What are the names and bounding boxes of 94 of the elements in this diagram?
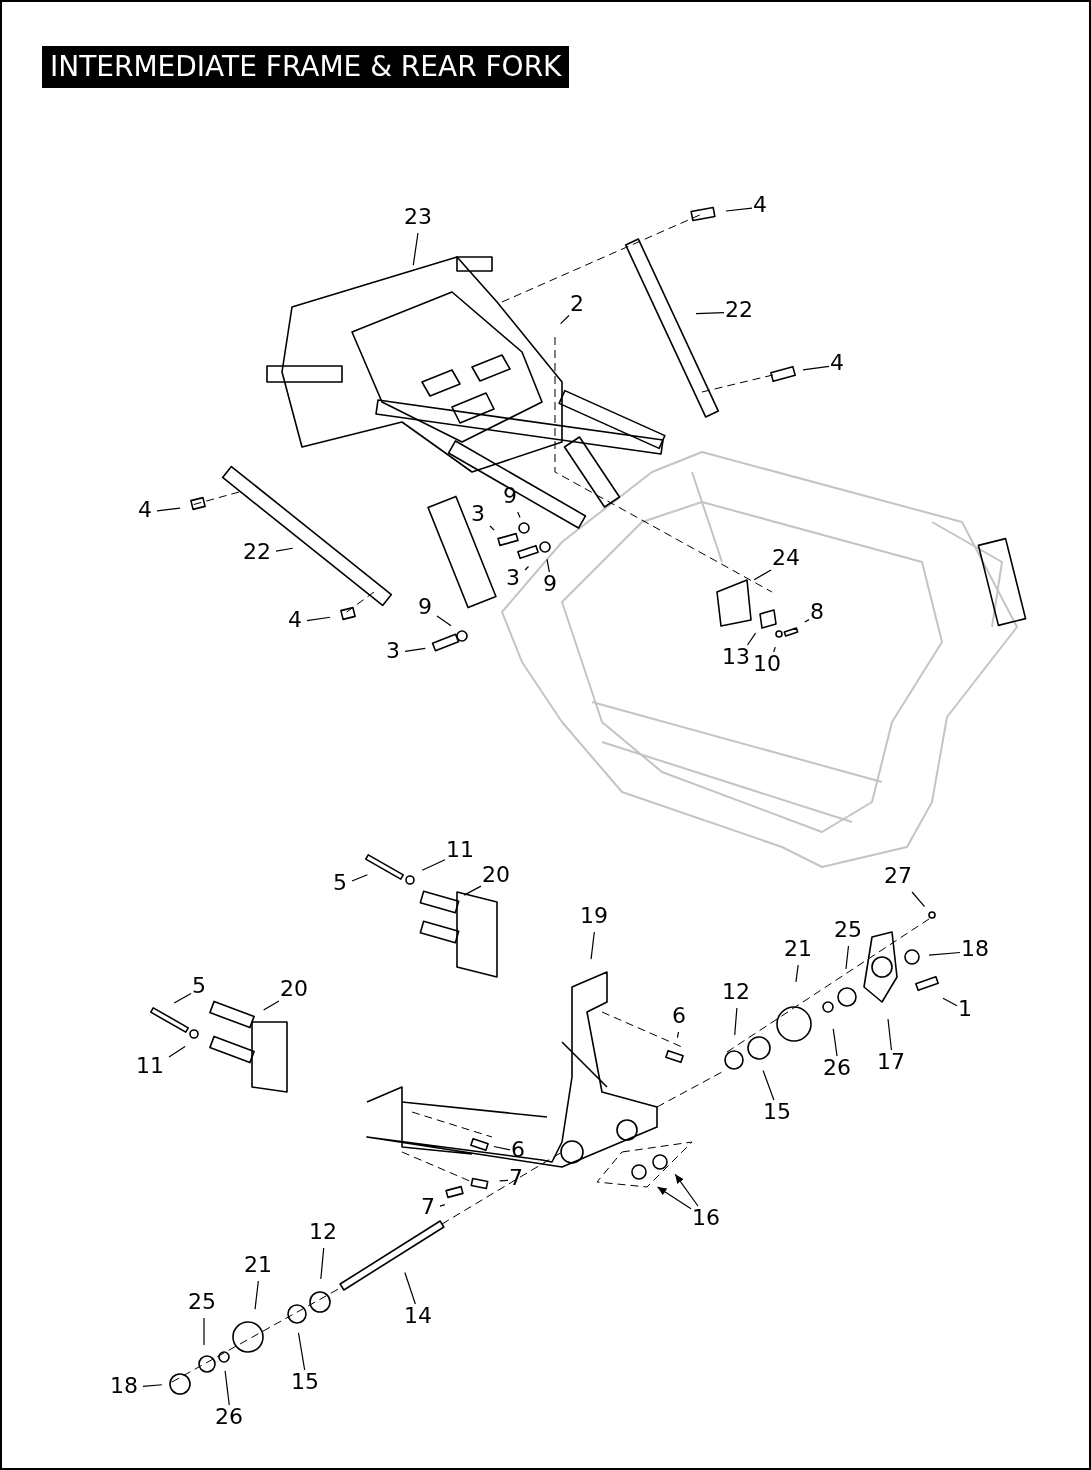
leader-line	[695, 312, 725, 315]
leader-line	[725, 207, 753, 212]
callout-number: 6	[511, 1138, 525, 1162]
leader-line	[203, 1317, 205, 1346]
leader-line	[546, 558, 550, 573]
callout-number: 23	[404, 205, 432, 229]
callout-number: 8	[810, 600, 824, 624]
callout-number: 9	[418, 595, 432, 619]
leader-line	[224, 1370, 230, 1406]
callout-number: 4	[753, 193, 767, 217]
callout-number: 22	[725, 298, 753, 322]
leader-line	[762, 1069, 775, 1101]
callout-number: 5	[192, 974, 206, 998]
callout-number: 3	[506, 566, 520, 590]
callout-number: 25	[834, 918, 862, 942]
leader-line	[734, 1007, 738, 1036]
leader-line	[656, 1186, 692, 1210]
leader-line	[524, 565, 530, 571]
leader-line	[463, 885, 482, 896]
leader-line	[676, 1031, 680, 1039]
callout-number: 7	[421, 1195, 435, 1219]
callout-number: 22	[243, 540, 271, 564]
leader-line	[590, 931, 595, 960]
title-banner: INTERMEDIATE FRAME & REAR FORK	[42, 46, 570, 88]
leader-line	[173, 993, 192, 1004]
leader-line	[802, 365, 830, 371]
leader-line	[439, 1204, 446, 1207]
leader-line	[489, 525, 495, 531]
leader-line	[887, 1018, 893, 1051]
callout-number: 2	[570, 292, 584, 316]
callout-number: 17	[877, 1050, 905, 1074]
callout-number: 3	[471, 502, 485, 526]
callout-number: 18	[961, 937, 989, 961]
leader-line	[674, 1173, 699, 1207]
leader-line	[493, 1145, 511, 1151]
callout-number: 20	[280, 977, 308, 1001]
leader-line	[928, 951, 961, 956]
callout-number: 4	[288, 608, 302, 632]
callout-number: 9	[543, 572, 557, 596]
callout-number: 4	[830, 351, 844, 375]
leader-line	[320, 1247, 325, 1280]
callout-number: 21	[244, 1253, 272, 1277]
leader-line	[804, 619, 810, 623]
callout-number: 3	[386, 639, 400, 663]
leader-line	[421, 859, 446, 871]
callout-number: 21	[784, 937, 812, 961]
leader-line	[436, 615, 452, 627]
callout-number: 19	[580, 904, 608, 928]
leader-line	[263, 1000, 280, 1011]
callout-number: 25	[188, 1290, 216, 1314]
leader-line	[297, 1332, 306, 1371]
leader-line	[254, 1280, 259, 1310]
leader-line	[404, 1271, 416, 1305]
callout-number: 26	[823, 1056, 851, 1080]
callout-number: 11	[446, 838, 474, 862]
callout-number: 11	[136, 1054, 164, 1078]
callout-number: 12	[309, 1220, 337, 1244]
callout-number: 20	[482, 863, 510, 887]
leader-line	[795, 964, 799, 983]
leader-line	[560, 314, 570, 325]
leader-line	[412, 232, 419, 266]
leader-line	[275, 547, 294, 552]
callout-number: 16	[692, 1206, 720, 1230]
callout-number: 18	[110, 1374, 138, 1398]
callout-number: 10	[753, 652, 781, 676]
leader-line	[306, 616, 331, 622]
leader-line	[942, 997, 958, 1007]
leader-line	[911, 891, 926, 908]
callout-number: 14	[404, 1304, 432, 1328]
callout-number: 1	[958, 997, 972, 1021]
callout-number: 4	[138, 498, 152, 522]
callout-number: 26	[215, 1405, 243, 1429]
callout-number: 24	[772, 546, 800, 570]
leader-line	[746, 632, 757, 646]
callout-number: 6	[672, 1004, 686, 1028]
leader-line	[156, 507, 181, 512]
callout-number: 5	[333, 871, 347, 895]
callout-number: 27	[884, 864, 912, 888]
callout-number: 7	[509, 1166, 523, 1190]
callout-number: 15	[763, 1100, 791, 1124]
leader-line	[404, 647, 426, 653]
leader-line	[142, 1384, 163, 1388]
leader-line	[517, 511, 521, 519]
leader-line	[753, 569, 772, 581]
leader-line	[832, 1028, 838, 1057]
callout-number: 9	[503, 484, 517, 508]
callout-number: 15	[291, 1370, 319, 1394]
callout-number: 13	[722, 645, 750, 669]
leader-line	[773, 646, 776, 653]
leader-line	[168, 1045, 186, 1058]
leader-line	[351, 874, 368, 882]
leader-line	[845, 945, 850, 970]
leader-line	[499, 1179, 509, 1182]
callout-number: 12	[722, 980, 750, 1004]
